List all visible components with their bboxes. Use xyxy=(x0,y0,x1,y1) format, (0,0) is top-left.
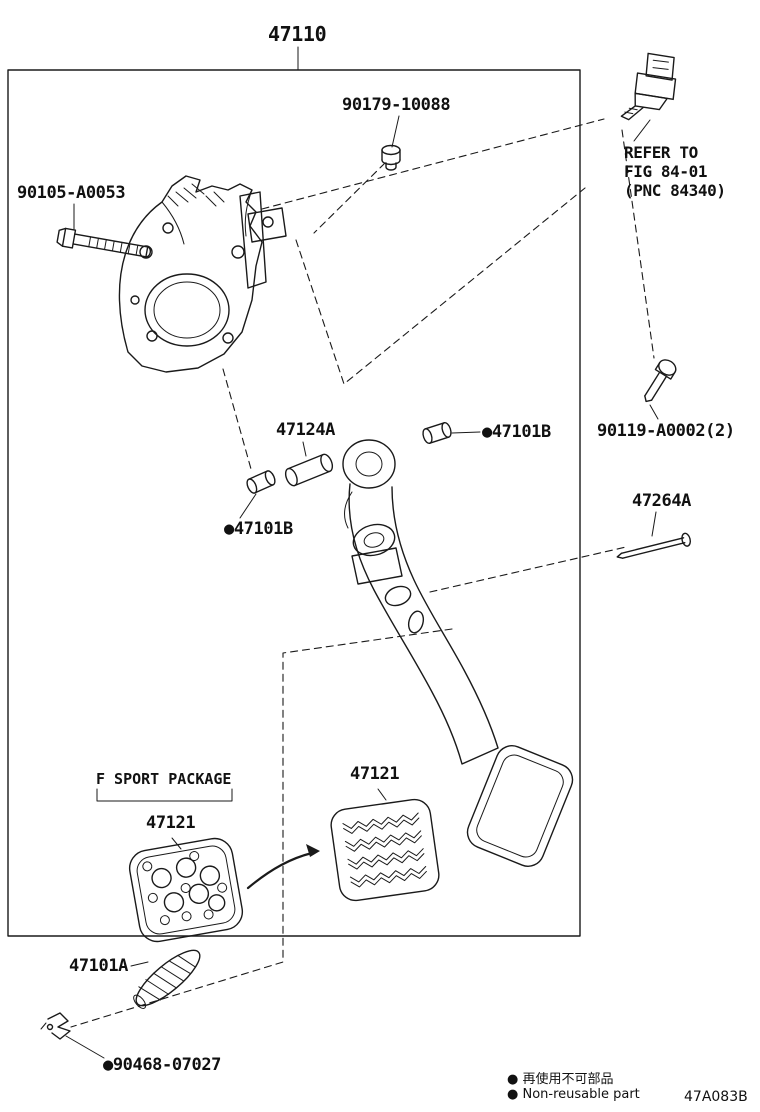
label-90468-clip: ●90468-07027 xyxy=(103,1055,222,1075)
spring-47101a-drawing xyxy=(133,949,201,1009)
pedal-pad-standard-drawing xyxy=(330,798,440,902)
label-47121-standard-pad: 47121 xyxy=(350,764,400,784)
label-47124a-collar: 47124A xyxy=(276,420,336,440)
grommet-90179-drawing xyxy=(381,144,401,171)
pedal-pad-fsport-drawing xyxy=(128,837,244,943)
label-47110-main-assembly: 47110 xyxy=(268,22,327,46)
replacement-arrow xyxy=(246,844,320,890)
label-refer-note: REFER TO FIG 84-01 (PNC 84340) xyxy=(624,143,726,200)
label-f-sport-package: F SPORT PACKAGE xyxy=(96,770,232,788)
stop-lamp-switch-drawing xyxy=(620,52,677,121)
label-90179-grommet: 90179-10088 xyxy=(342,95,451,115)
pedal-bracket-drawing xyxy=(118,175,287,373)
legend-non-reusable-jp: ● 再使用不可部品 xyxy=(507,1072,614,1087)
bushing-47101b-right-drawing xyxy=(422,421,452,445)
pin-47264a-drawing xyxy=(616,532,691,559)
label-90119-bolt: 90119-A0002(2) xyxy=(597,421,735,441)
label-47101b-right: ●47101B xyxy=(482,422,551,442)
bushing-47101b-left-drawing xyxy=(246,470,276,494)
bolt-90119-drawing xyxy=(644,359,677,403)
drawing-code: 47A083B xyxy=(684,1089,748,1105)
pedal-arm-drawing xyxy=(342,439,574,867)
label-90105-bolt: 90105-A0053 xyxy=(17,183,126,203)
label-47121-fsport-pad: 47121 xyxy=(146,813,196,833)
bolt-90105-drawing xyxy=(56,227,152,258)
clip-90468-drawing xyxy=(40,1012,71,1040)
pedal-pad-on-arm-drawing xyxy=(466,745,574,867)
bushing-47124a-drawing xyxy=(284,453,334,487)
label-47101a-spring: 47101A xyxy=(69,956,129,976)
diagram-border xyxy=(7,69,581,937)
leader-lines xyxy=(65,46,659,1059)
label-47264a-pin: 47264A xyxy=(632,491,692,511)
label-47101b-left: ●47101B xyxy=(224,519,293,539)
f-sport-bracket-line xyxy=(96,788,233,802)
legend-non-reusable-en: ● Non-reusable part xyxy=(507,1087,640,1102)
dashed-lines xyxy=(70,118,655,1028)
